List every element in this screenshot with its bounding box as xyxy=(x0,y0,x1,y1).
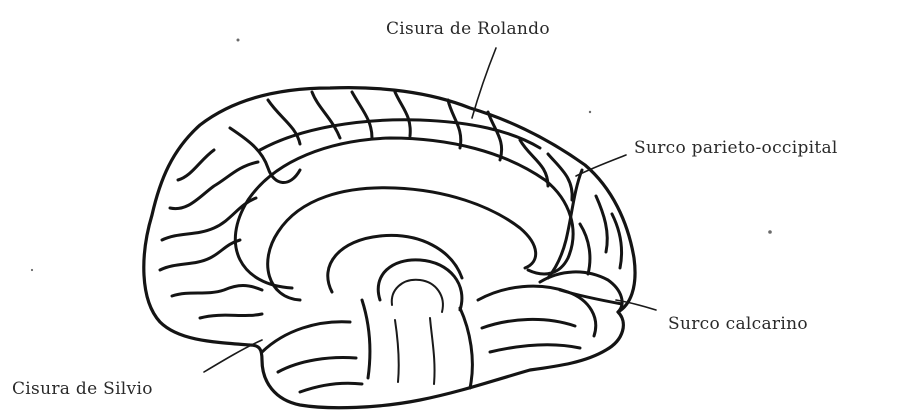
speck xyxy=(237,39,240,42)
label-cisura-de-silvio: Cisura de Silvio xyxy=(12,379,153,399)
speck xyxy=(31,269,33,271)
hemisphere-outline xyxy=(144,88,635,408)
leader-rolando xyxy=(472,48,496,118)
label-cisura-de-rolando: Cisura de Rolando xyxy=(386,19,550,39)
speck xyxy=(768,230,772,234)
label-surco-calcarino: Surco calcarino xyxy=(668,314,808,334)
label-surco-parieto-occipital: Surco parieto-occipital xyxy=(634,138,838,158)
speck xyxy=(589,111,591,113)
